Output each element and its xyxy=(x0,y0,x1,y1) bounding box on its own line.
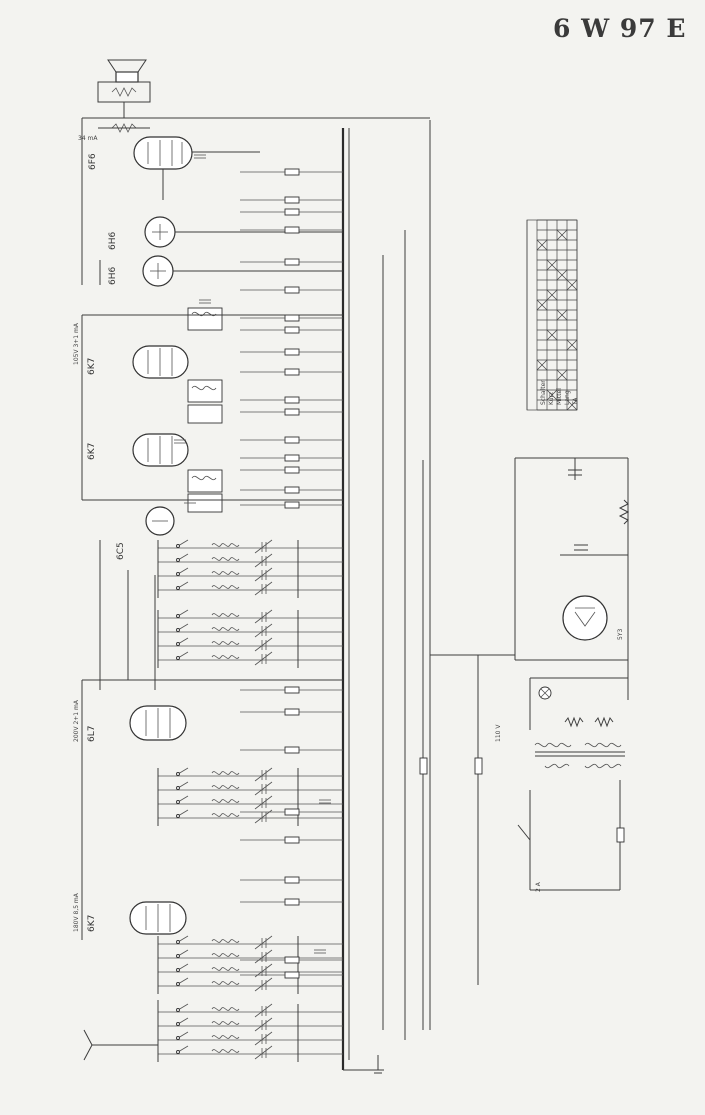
speaker-symbol xyxy=(97,59,151,118)
svg-text:TA: TA xyxy=(572,397,579,406)
tube-label-5: 6K7 xyxy=(87,443,97,460)
tube-6f6 xyxy=(133,136,193,170)
tube-label-2: 6H6 xyxy=(108,232,118,250)
switch-table-labels: Schalter Kurz Mittel Lang TA xyxy=(540,380,579,406)
fuse-label: 2 A xyxy=(535,881,542,892)
tube-6l7 xyxy=(129,705,187,741)
svg-text:Schalter: Schalter xyxy=(540,380,547,405)
tube-6k7-if2 xyxy=(132,433,189,467)
transformer-primary xyxy=(534,742,572,748)
tube-label-4: 6K7 xyxy=(87,358,97,375)
resistor-ladder xyxy=(174,154,343,979)
tube-label-6: 6C5 xyxy=(116,542,126,560)
switch-table xyxy=(526,219,578,411)
tube-6h6-b xyxy=(142,255,174,287)
ratings-label-2: 200V 2+1 mA xyxy=(73,699,80,742)
rectifier-tube xyxy=(562,595,608,641)
power-supply: 5Y3 110 V 2 A xyxy=(495,457,630,892)
schematic-title: 6 W 97 E xyxy=(553,14,687,43)
antenna-symbol xyxy=(83,1029,158,1061)
rectifier-label: 5Y3 xyxy=(617,629,624,640)
fuse xyxy=(616,827,625,843)
tube-label-7: 6L7 xyxy=(87,726,97,742)
tube-label-3: 6H6 xyxy=(108,267,118,285)
if-transformers xyxy=(187,307,223,513)
svg-text:Lang: Lang xyxy=(564,390,571,405)
mains-label: 110 V xyxy=(495,724,502,742)
tube-6k7-if1 xyxy=(132,345,189,379)
ratings-label-3: 180V 8,5 mA xyxy=(73,892,80,932)
ratings-label-1: 105V 3+1 mA xyxy=(73,322,80,365)
tube-label-8: 6K7 xyxy=(87,915,97,932)
mains-switch xyxy=(517,824,531,841)
tube-6k7-rf xyxy=(129,901,187,935)
ground-symbol xyxy=(343,1055,384,1074)
tube-6c5 xyxy=(145,506,175,536)
tube-6h6-a xyxy=(144,216,176,248)
svg-text:Mittel: Mittel xyxy=(556,388,563,405)
tube-label-1: 6F6 xyxy=(88,153,98,170)
current-label: 34 mA xyxy=(78,135,98,142)
coil-banks xyxy=(157,539,343,1062)
svg-text:Kurz: Kurz xyxy=(548,392,555,405)
